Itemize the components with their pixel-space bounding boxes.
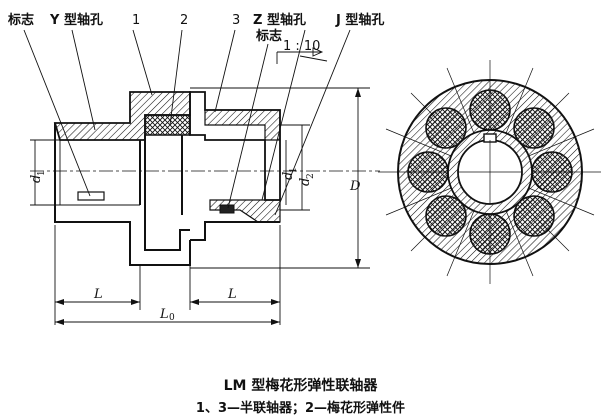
dim-d2-sub: 2 bbox=[306, 173, 316, 179]
figure-subtitle: 1、3—半联轴器；2—梅花形弹性件 bbox=[195, 401, 406, 416]
left-hub-outline bbox=[54, 123, 191, 266]
right-hub-top bbox=[204, 109, 281, 141]
section-view: d 1 d 1 d 2 D L L L 0 bbox=[7, 12, 384, 325]
dim-L-right: L bbox=[227, 287, 237, 302]
dim-d: d bbox=[281, 172, 296, 180]
elastic-element-top bbox=[144, 114, 191, 136]
dim-d-sub: 1 bbox=[289, 167, 299, 173]
keyway-left bbox=[77, 191, 105, 201]
label-mark-left: 标志 bbox=[7, 12, 34, 28]
label-taper: 1 : 10 bbox=[283, 39, 320, 54]
label-part-3: 3 bbox=[232, 13, 240, 28]
label-y-bore: Y 型轴孔 bbox=[49, 12, 103, 28]
label-part-2: 2 bbox=[180, 13, 188, 28]
dim-d1-sub: 1 bbox=[37, 170, 47, 176]
end-view bbox=[378, 60, 601, 284]
dim-L-left: L bbox=[93, 287, 103, 302]
dim-d1: d bbox=[29, 175, 44, 183]
elastic-lobes bbox=[407, 89, 573, 255]
label-part-1: 1 bbox=[132, 13, 140, 28]
figure-title: LM 型梅花形弹性联轴器 bbox=[223, 378, 378, 394]
mark-right-key bbox=[219, 204, 235, 214]
dim-L0-sub: 0 bbox=[169, 313, 175, 323]
label-j-bore: J 型轴孔 bbox=[335, 12, 384, 28]
dim-L0: L bbox=[159, 307, 169, 322]
dim-d2: d bbox=[298, 178, 313, 186]
elastic-element-body bbox=[144, 135, 190, 251]
label-z-bore: Z 型轴孔 bbox=[253, 12, 306, 28]
dim-D: D bbox=[349, 179, 361, 194]
label-mark-right: 标志 bbox=[255, 28, 282, 44]
